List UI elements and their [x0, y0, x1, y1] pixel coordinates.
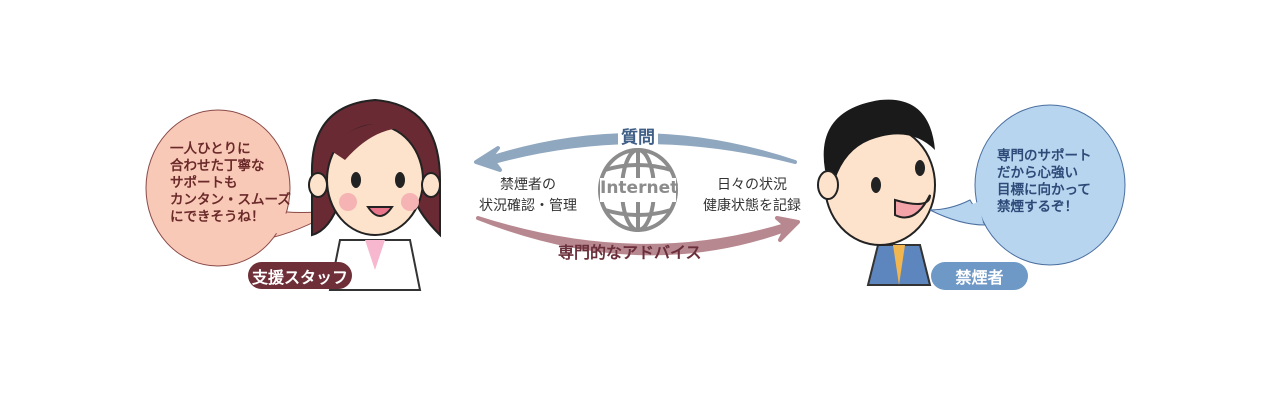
- speech-line: サポートも: [170, 175, 238, 191]
- smoker-illustration: [817, 99, 936, 286]
- staff-speech-text: 一人ひとりに 合わせた丁寧な サポートも カンタン・スムーズ にできそうね！: [170, 141, 291, 226]
- speech-line: 目標に向かって: [997, 182, 1091, 198]
- speech-line: カンタン・スムーズ: [170, 192, 291, 208]
- speech-line: 専門のサポート: [997, 148, 1092, 164]
- advice-arrow: [476, 216, 800, 256]
- speech-line: 禁煙するぞ！: [997, 199, 1078, 215]
- text-line: 日々の状況: [717, 177, 787, 193]
- text-line: 健康状態を記録: [703, 198, 801, 214]
- speech-line: 一人ひとりに: [170, 141, 251, 157]
- text-line: 状況確認・管理: [479, 198, 577, 214]
- question-arrow: [474, 133, 797, 172]
- speech-line: だから心強い: [997, 165, 1078, 181]
- smoker-speech-text: 専門のサポート だから心強い 目標に向かって 禁煙するぞ！: [997, 148, 1092, 216]
- left-description: 禁煙者の 状況確認・管理: [478, 175, 578, 217]
- staff-label: 支援スタッフ: [248, 262, 352, 289]
- text-line: 禁煙者の: [500, 177, 556, 193]
- speech-line: 合わせた丁寧な: [170, 158, 265, 174]
- speech-line: にできそうね！: [170, 209, 265, 225]
- question-label: 質問: [618, 123, 658, 148]
- right-description: 日々の状況 健康状態を記録: [697, 175, 807, 217]
- staff-illustration: [308, 98, 441, 291]
- advice-label: 専門的なアドバイス: [558, 243, 702, 262]
- smoker-speech-bubble: [929, 104, 1126, 266]
- smoker-label: 禁煙者: [931, 262, 1028, 290]
- globe-label: Internet: [600, 178, 679, 198]
